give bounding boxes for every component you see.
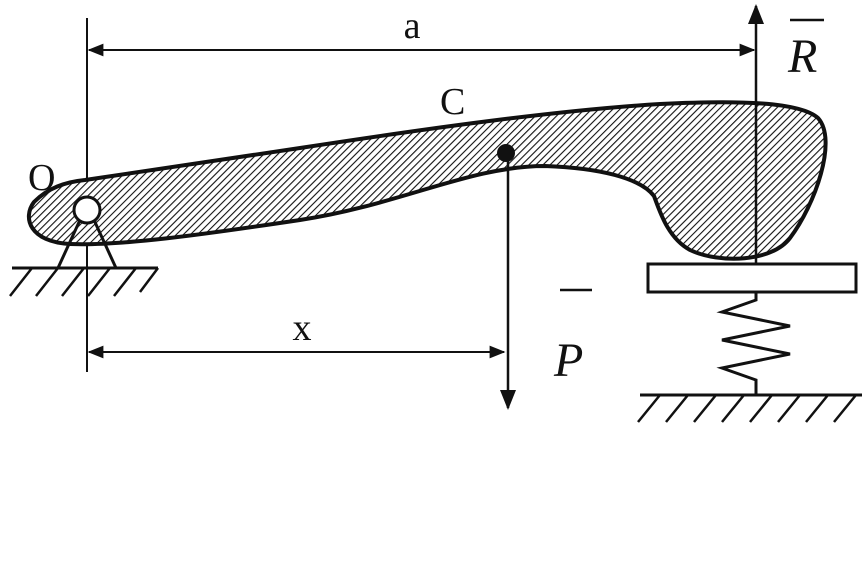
label-x: x: [293, 307, 312, 349]
label-o: O: [28, 157, 55, 199]
label-c: C: [440, 81, 465, 123]
pivot-pin: [72, 195, 102, 225]
label-p-group: P: [553, 288, 592, 387]
pivot-support: [9, 195, 159, 297]
spring-plate: [646, 262, 858, 294]
center-of-mass-point: [497, 144, 515, 162]
lever-body: [26, 100, 828, 261]
right-ground-hatch: [637, 394, 857, 423]
label-r-group: R: [787, 18, 824, 83]
spring-coil: [716, 292, 791, 395]
left-ground-hatch: [9, 267, 159, 297]
label-a: a: [404, 5, 421, 47]
spring-support: [637, 262, 862, 423]
label-p: P: [553, 334, 583, 387]
label-r: R: [787, 30, 817, 83]
